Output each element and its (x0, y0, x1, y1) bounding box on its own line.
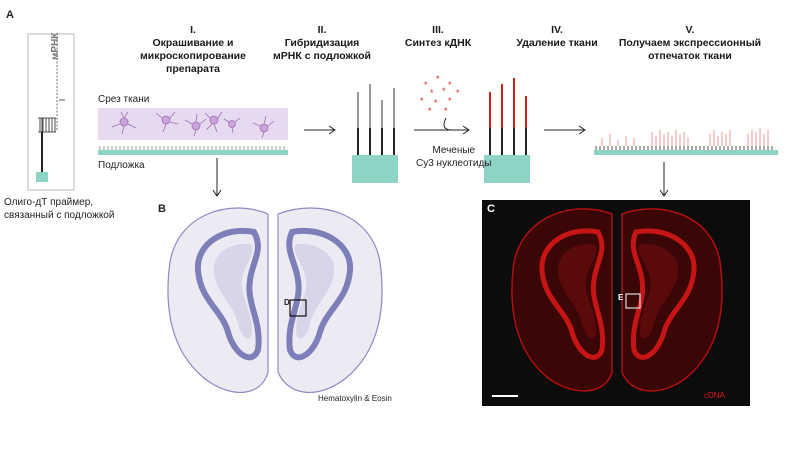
step-5-heading: V. Получаем экспрессионный отпечаток тка… (610, 24, 770, 63)
substrate-block-4 (484, 155, 530, 183)
substrate-label: Подложка (98, 160, 145, 171)
cdna-zoom-box-e (625, 293, 641, 309)
svg-text:*: * (428, 106, 432, 116)
step-4-line1: Удаление ткани (516, 37, 598, 49)
labeled-nucleotides: *** *** *** ** (420, 74, 460, 116)
step-1-line2: микроскопирование (140, 50, 246, 62)
he-zoom-box-d (289, 299, 307, 317)
substrate-comb-1 (99, 146, 285, 150)
step-2-line2: мРНК с подложкой (273, 50, 371, 62)
step-5-number: V. (685, 24, 695, 36)
step-2-line1: Гибридизация (284, 37, 360, 49)
step-5-line1: Получаем экспрессионный (618, 37, 762, 49)
svg-text:*: * (436, 74, 440, 84)
svg-text:*: * (444, 106, 448, 116)
he-core (213, 243, 335, 339)
labeled-line2: Cy3 нуклеотиды (416, 158, 492, 169)
panel-a-letter: A (6, 9, 14, 21)
panel-b-letter: B (158, 203, 166, 215)
cdna-core (557, 243, 679, 339)
tissue-cells (111, 111, 275, 139)
primer-label-line1: Олиго-дТ праймер, (4, 197, 94, 208)
step-3-heading: III. Синтез кДНК (388, 24, 488, 50)
substrate-strip-1 (98, 150, 288, 155)
he-caption: Hematoxylin & Eosin (318, 394, 392, 403)
step-3-number: III. (432, 24, 444, 36)
step-2-heading: II. Гибридизация мРНК с подложкой (262, 24, 382, 63)
step-3-line1: Синтез кДНК (404, 37, 472, 49)
svg-text:*: * (456, 88, 460, 98)
step-1-heading: I. Окрашивание и микроскопирование препа… (128, 24, 258, 76)
svg-text:*: * (448, 96, 452, 106)
svg-text:*: * (434, 98, 438, 108)
probes-step-4 (489, 78, 527, 155)
primer-inset-box (27, 33, 75, 191)
primer-label-line2: связанный с подложкой (4, 210, 115, 221)
primer-substrate-block (36, 172, 48, 182)
cdna-inner-layers (539, 228, 697, 360)
substrate-block-2 (352, 155, 398, 183)
cdna-caption: cDNA (704, 391, 725, 400)
he-box-label: D (284, 298, 290, 307)
step-1-line3: препарата (165, 63, 220, 75)
svg-text:*: * (430, 88, 434, 98)
step-1-number: I. (190, 24, 196, 36)
step-2-number: II. (317, 24, 327, 36)
panel-c-letter: C (487, 203, 495, 215)
substrate-strip-5 (594, 150, 778, 155)
labeled-line1: Меченые (432, 145, 476, 156)
step-1-line1: Окрашивание и (152, 37, 234, 49)
cdna-box-label: E (618, 293, 624, 302)
svg-text:*: * (424, 80, 428, 90)
svg-text:*: * (420, 96, 424, 106)
slice-label: Срез ткани (98, 94, 150, 105)
step-4-number: IV. (551, 24, 563, 36)
expression-fingerprint (595, 128, 773, 150)
labeled-nucleotides-label: Меченые Cy3 нуклеотиды (416, 144, 492, 170)
svg-text:*: * (448, 80, 452, 90)
primer-label: Олиго-дТ праймер, связанный с подложкой (4, 196, 114, 222)
nucleotide-curve (443, 117, 453, 131)
poly-t-comb (38, 117, 56, 133)
step-4-heading: IV. Удаление ткани (502, 24, 612, 50)
svg-text:*: * (442, 86, 446, 96)
probes-step-2 (357, 84, 395, 155)
he-inner-layers (194, 227, 354, 361)
step-5-line2: отпечаток ткани (648, 50, 732, 62)
